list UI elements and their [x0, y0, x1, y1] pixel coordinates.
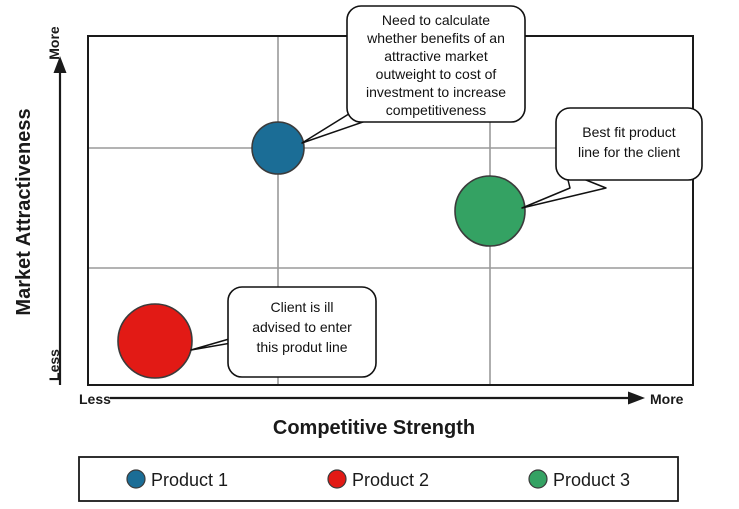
callout-product-1-bubble	[346, 5, 526, 123]
callout-product-2-bubble	[227, 286, 377, 378]
legend: Product 1 Product 2 Product 3	[78, 456, 679, 502]
x-axis-arrow-head	[628, 391, 645, 405]
y-axis-title: Market Attractiveness	[13, 108, 35, 315]
legend-item-product-3[interactable]: Product 3	[528, 469, 630, 490]
callout-product-1-line-3: attractive market	[384, 48, 488, 64]
callout-product-2[interactable]: Client is ill advised to enter this prod…	[190, 286, 377, 378]
callout-product-3[interactable]: Best fit product line for the client	[521, 107, 703, 209]
legend-label-product-1: Product 1	[151, 470, 228, 490]
bubble-product-2[interactable]	[117, 303, 193, 379]
legend-marker-product-3-icon	[528, 469, 548, 489]
legend-label-product-2: Product 2	[352, 470, 429, 490]
callout-product-3-bubble	[555, 107, 703, 181]
legend-marker-product-1-icon	[126, 469, 146, 489]
callout-product-1-line-2: whether benefits of an	[366, 30, 505, 46]
legend-marker-product-2-icon	[327, 469, 347, 489]
callout-product-1[interactable]: Need to calculate whether benefits of an…	[301, 5, 526, 144]
callout-product-2-line-3: this produt line	[256, 339, 347, 355]
y-axis-high-label: More	[46, 26, 62, 60]
bubble-product-3[interactable]	[454, 175, 526, 247]
x-axis-high-label: More	[650, 391, 684, 407]
callout-product-1-line-6: competitiveness	[386, 102, 486, 118]
callout-product-2-line-2: advised to enter	[252, 319, 352, 335]
x-axis-low-label: Less	[79, 391, 111, 407]
legend-box	[78, 456, 679, 502]
y-axis-arrow-head	[53, 56, 67, 73]
legend-item-product-2[interactable]: Product 2	[327, 469, 429, 490]
callout-product-3-line-1: Best fit product	[582, 124, 675, 140]
callout-product-3-line-2: line for the client	[578, 144, 680, 160]
legend-item-product-1[interactable]: Product 1	[126, 469, 228, 490]
callout-product-1-line-5: investment to increase	[366, 84, 506, 100]
callout-product-2-line-1: Client is ill	[270, 299, 333, 315]
y-axis-low-label: Less	[46, 349, 62, 381]
x-axis-title: Competitive Strength	[273, 417, 475, 439]
bubble-product-1[interactable]	[251, 121, 305, 175]
legend-label-product-3: Product 3	[553, 470, 630, 490]
callout-product-1-line-4: outweight to cost of	[376, 66, 497, 82]
callout-product-1-line-1: Need to calculate	[382, 12, 490, 28]
